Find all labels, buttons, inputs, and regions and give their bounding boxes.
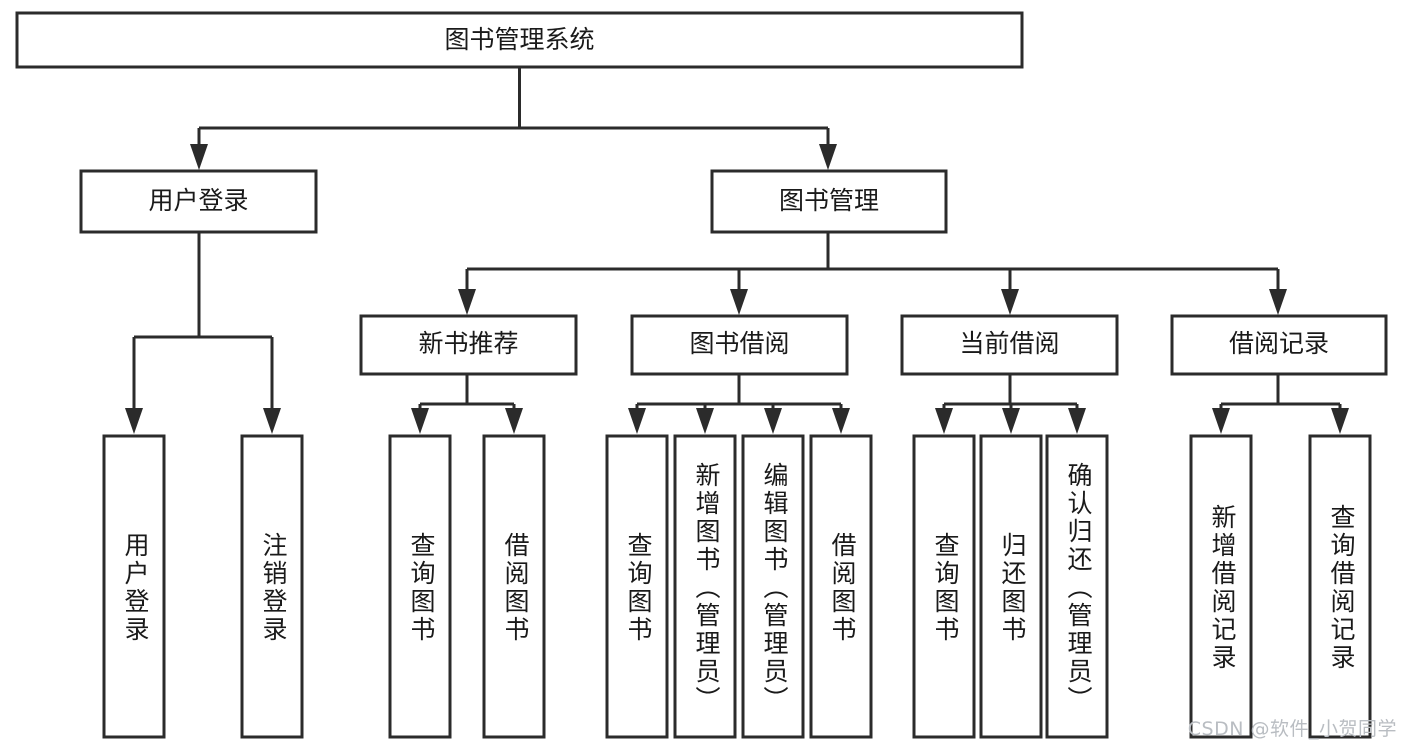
leaf-borrow-add-book[interactable]: 新增图书（管理员） — [673, 434, 737, 739]
leaf-borrow-borrow-book-label: 借阅图书 — [828, 532, 857, 644]
leaf-user-login-box[interactable] — [102, 434, 166, 739]
node-book-management-box[interactable] — [710, 169, 948, 234]
arrow-icon — [458, 289, 476, 315]
leaf-current-query-book-box[interactable] — [912, 434, 976, 739]
node-root-system[interactable]: 图书管理系统 — [15, 11, 1024, 69]
arrow-icon — [832, 408, 850, 434]
arrow-icon — [1331, 408, 1349, 434]
connector-group-user-login — [125, 232, 281, 434]
node-borrow-record[interactable]: 借阅记录 — [1170, 314, 1388, 376]
leaf-current-query-book-label: 查询图书 — [931, 532, 960, 644]
leaf-current-return-book-box[interactable] — [979, 434, 1043, 739]
connector-group-book-borrow — [628, 374, 850, 434]
arrow-icon — [1002, 408, 1020, 434]
leaf-borrow-edit-book-box[interactable] — [741, 434, 805, 739]
leaf-record-add-record-label: 新增借阅记录 — [1208, 504, 1237, 672]
arrow-icon — [1212, 408, 1230, 434]
node-new-book-recommend-label: 新书推荐 — [418, 329, 518, 358]
node-new-book-recommend-box[interactable] — [359, 314, 578, 376]
leaf-borrow-edit-book-label: 编辑图书（管理员） — [760, 462, 789, 714]
leaf-user-login[interactable]: 用户登录 — [102, 434, 166, 739]
node-book-management[interactable]: 图书管理 — [710, 169, 948, 234]
arrow-icon — [764, 408, 782, 434]
leaf-borrow-add-book-box[interactable] — [673, 434, 737, 739]
leaf-newbook-borrow-book[interactable]: 借阅图书 — [482, 434, 546, 739]
leaf-borrow-borrow-book-box[interactable] — [809, 434, 873, 739]
leaf-newbook-borrow-book-box[interactable] — [482, 434, 546, 739]
connector-group-borrow-record — [1212, 374, 1349, 434]
node-root-system-box[interactable] — [15, 11, 1024, 69]
connector-group-new-book — [411, 374, 523, 434]
leaf-logout-box[interactable] — [240, 434, 304, 739]
leaf-newbook-query-book-label: 查询图书 — [407, 532, 436, 644]
node-current-borrow-label: 当前借阅 — [959, 329, 1059, 358]
leaf-current-confirm-return-box[interactable] — [1045, 434, 1109, 739]
arrow-icon — [628, 408, 646, 434]
leaf-record-query-record[interactable]: 查询借阅记录 — [1308, 434, 1372, 739]
leaf-borrow-query-book-box[interactable] — [605, 434, 669, 739]
arrow-icon — [1068, 408, 1086, 434]
arrow-icon — [696, 408, 714, 434]
leaf-logout-label: 注销登录 — [259, 532, 288, 644]
connector-group-root — [190, 67, 837, 170]
leaf-current-query-book[interactable]: 查询图书 — [912, 434, 976, 739]
leaf-user-login-label: 用户登录 — [121, 532, 150, 644]
leaf-borrow-edit-book[interactable]: 编辑图书（管理员） — [741, 434, 805, 739]
node-book-management-label: 图书管理 — [779, 186, 879, 215]
node-current-borrow-box[interactable] — [900, 314, 1119, 376]
leaf-record-add-record-box[interactable] — [1189, 434, 1253, 739]
node-user-login-label: 用户登录 — [148, 186, 248, 215]
node-new-book-recommend[interactable]: 新书推荐 — [359, 314, 578, 376]
leaf-record-query-record-box[interactable] — [1308, 434, 1372, 739]
node-user-login[interactable]: 用户登录 — [79, 169, 318, 234]
node-borrow-record-box[interactable] — [1170, 314, 1388, 376]
arrow-icon — [935, 408, 953, 434]
leaf-record-query-record-label: 查询借阅记录 — [1327, 504, 1356, 672]
arrow-icon — [190, 144, 208, 170]
node-book-borrow-box[interactable] — [630, 314, 849, 376]
leaf-borrow-query-book[interactable]: 查询图书 — [605, 434, 669, 739]
node-current-borrow[interactable]: 当前借阅 — [900, 314, 1119, 376]
arrow-icon — [819, 144, 837, 170]
node-borrow-record-label: 借阅记录 — [1229, 329, 1329, 358]
arrow-icon — [505, 408, 523, 434]
leaf-current-confirm-return-label: 确认归还（管理员） — [1064, 462, 1093, 714]
leaf-borrow-query-book-label: 查询图书 — [624, 532, 653, 644]
leaf-record-add-record[interactable]: 新增借阅记录 — [1189, 434, 1253, 739]
leaf-newbook-query-book-box[interactable] — [388, 434, 452, 739]
leaf-logout[interactable]: 注销登录 — [240, 434, 304, 739]
arrow-icon — [263, 408, 281, 434]
leaf-current-confirm-return[interactable]: 确认归还（管理员） — [1045, 434, 1109, 739]
arrow-icon — [730, 289, 748, 315]
node-user-login-box[interactable] — [79, 169, 318, 234]
leaf-newbook-query-book[interactable]: 查询图书 — [388, 434, 452, 739]
node-root-system-label: 图书管理系统 — [444, 25, 594, 54]
connector-group-current-borrow — [935, 374, 1086, 434]
leaf-current-return-book[interactable]: 归还图书 — [979, 434, 1043, 739]
arrow-icon — [1001, 289, 1019, 315]
leaf-borrow-add-book-label: 新增图书（管理员） — [692, 462, 721, 714]
arrow-icon — [1269, 289, 1287, 315]
leaf-newbook-borrow-book-label: 借阅图书 — [501, 532, 530, 644]
connector-group-book-mgmt — [458, 232, 1287, 315]
leaf-current-return-book-label: 归还图书 — [998, 532, 1027, 644]
arrow-icon — [125, 408, 143, 434]
arrow-icon — [411, 408, 429, 434]
node-book-borrow-label: 图书借阅 — [689, 329, 789, 358]
leaf-borrow-borrow-book[interactable]: 借阅图书 — [809, 434, 873, 739]
node-book-borrow[interactable]: 图书借阅 — [630, 314, 849, 376]
